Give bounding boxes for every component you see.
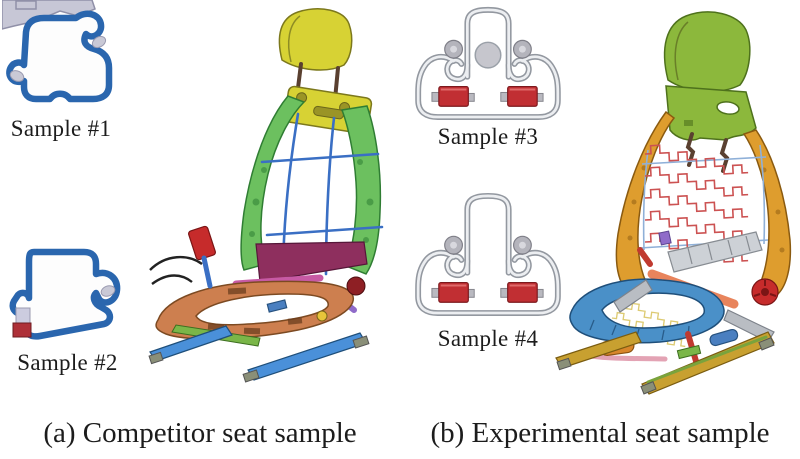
pivot-bolt (316, 310, 328, 322)
bracket-slot (684, 120, 693, 126)
bearing-center (518, 45, 526, 53)
damper-roller (431, 281, 475, 303)
sample-1-profile-drawing (2, 0, 113, 103)
slide-rails (148, 325, 370, 383)
damper-roller (500, 281, 544, 303)
rear-crossmember (255, 241, 368, 283)
sample-3-profile-drawing (415, 6, 561, 120)
recliner-lever (188, 225, 216, 261)
roller (91, 35, 107, 49)
rail-profile-outline (415, 192, 561, 316)
damper-roller (500, 85, 544, 107)
mount-bracket (2, 0, 96, 30)
center-pin (474, 41, 502, 69)
side-bracket (637, 247, 653, 267)
headrest (663, 11, 751, 93)
rail-profile-outline (6, 10, 113, 103)
sample-2-profile-drawing (9, 248, 121, 340)
lower-crossbar (667, 231, 763, 273)
bearing-center (450, 241, 457, 249)
slide-rails (555, 331, 775, 395)
seat-base (569, 230, 779, 371)
link-plate (676, 344, 702, 360)
sample-4-label: Sample #4 (437, 326, 539, 351)
headrest (278, 8, 353, 71)
lever-rod (201, 255, 213, 289)
sample-3-label: Sample #3 (437, 124, 539, 149)
competitor-seat-model (148, 8, 384, 383)
rail-profile-outline (415, 6, 561, 120)
bowden-cable (151, 274, 193, 285)
damper-roller (431, 85, 475, 107)
recliner-link (613, 279, 653, 313)
roller (100, 285, 116, 297)
seat-pan-ring (155, 280, 354, 340)
recliner-disc (346, 276, 366, 296)
bowden-cable (149, 256, 203, 271)
bearing-center (519, 241, 526, 249)
sample-4-profile-drawing (415, 192, 561, 316)
seat-base (149, 225, 368, 347)
roller (9, 70, 25, 82)
headrest-posts (685, 132, 730, 173)
pivot-block (658, 230, 672, 246)
bracket-hole (716, 101, 740, 115)
experimental-seat-model (555, 11, 792, 395)
foot-damper (12, 322, 32, 338)
link-bracket (266, 299, 288, 313)
sample-2-label: Sample #2 (17, 350, 118, 375)
sample-1-label: Sample #1 (10, 116, 112, 141)
caption-panel-b: (b) Experimental seat sample (430, 417, 770, 449)
upper-bracket (665, 85, 757, 141)
caption-panel-a: (a) Competitor seat sample (43, 417, 357, 449)
bearing-center (450, 45, 458, 53)
rail-profile-outline (9, 248, 121, 340)
recliner-disc (751, 278, 779, 306)
damper-cylinder (709, 328, 739, 347)
